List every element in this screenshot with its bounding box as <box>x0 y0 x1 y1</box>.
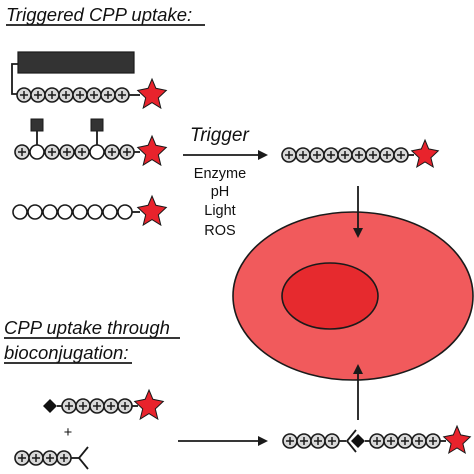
trigger-type-light: Light <box>204 203 235 219</box>
peptide-with-protecting-groups <box>14 118 168 167</box>
cationic-bead <box>379 147 395 163</box>
neutral-bead-chain <box>12 204 133 220</box>
protecting-group <box>30 118 44 132</box>
cationic-bead <box>100 87 116 103</box>
conjugation-receptor <box>345 429 357 453</box>
peptide-neutral-precursor <box>12 194 168 227</box>
neutral-bead <box>102 204 118 220</box>
neutral-bead <box>27 204 43 220</box>
conjugation-tag-diamond <box>43 399 57 413</box>
cationic-bead <box>28 450 44 466</box>
cationic-bead <box>351 147 367 163</box>
cationic-bead <box>58 87 74 103</box>
protecting-group <box>90 118 104 132</box>
cationic-bead <box>14 144 30 160</box>
cationic-bead <box>119 144 135 160</box>
cargo-star <box>410 138 440 169</box>
trigger-type-enzyme: Enzyme <box>194 166 246 182</box>
cationic-bead <box>59 144 75 160</box>
neutral-bead <box>72 204 88 220</box>
reagent-peptide-with-tag <box>43 388 165 421</box>
cationic-bead <box>72 87 88 103</box>
polyanion-mask-block <box>17 51 135 74</box>
cationic-bead <box>323 147 339 163</box>
cationic-bead <box>114 87 130 103</box>
cationic-bead-chain <box>281 147 409 163</box>
cationic-bead <box>86 87 102 103</box>
cationic-bead <box>14 450 30 466</box>
cationic-bead <box>44 144 60 160</box>
cationic-bead <box>56 450 72 466</box>
neutral-bead <box>87 204 103 220</box>
cargo-star <box>136 134 168 167</box>
cationic-bead <box>425 433 441 449</box>
neutral-bead <box>42 204 58 220</box>
conjugation-tag-diamond <box>351 434 365 448</box>
activated-peptide <box>281 138 440 169</box>
cationic-bead <box>44 87 60 103</box>
cationic-bead <box>324 433 340 449</box>
cargo-star <box>136 194 168 227</box>
neutral-bead <box>29 144 45 160</box>
reagent-peptide-with-receptor <box>14 446 89 470</box>
mask-linker <box>11 63 18 95</box>
cationic-bead <box>295 147 311 163</box>
neutral-bead <box>89 144 105 160</box>
cargo-star <box>133 388 165 421</box>
cationic-bead <box>89 398 105 414</box>
neutral-bead <box>117 204 133 220</box>
conjugate-product <box>282 424 472 455</box>
cationic-bead <box>16 87 32 103</box>
cationic-bead <box>337 147 353 163</box>
cationic-bead <box>310 433 326 449</box>
cationic-bead <box>74 144 90 160</box>
cationic-bead <box>383 433 399 449</box>
cationic-bead <box>393 147 409 163</box>
cargo-star <box>442 424 472 455</box>
cargo-star <box>136 77 168 110</box>
cationic-bead <box>281 147 297 163</box>
mixed-bead-chain <box>14 144 135 160</box>
trigger-label: Trigger <box>190 125 249 146</box>
cationic-bead <box>75 398 91 414</box>
cationic-bead <box>30 87 46 103</box>
heading-triggered-uptake: Triggered CPP uptake: <box>6 4 192 25</box>
cationic-bead <box>117 398 133 414</box>
cationic-bead <box>309 147 325 163</box>
neutral-bead <box>57 204 73 220</box>
cationic-bead <box>369 433 385 449</box>
cationic-bead <box>296 433 312 449</box>
cationic-bead <box>103 398 119 414</box>
cationic-bead <box>282 433 298 449</box>
peptide-masked-by-polyanion <box>11 51 168 110</box>
cationic-bead <box>42 450 58 466</box>
trigger-type-ros: ROS <box>204 223 235 239</box>
cationic-bead-chain <box>16 87 130 103</box>
neutral-bead <box>12 204 28 220</box>
conjugation-receptor <box>77 446 89 470</box>
cell-nucleus <box>281 262 379 330</box>
plus-sign: + <box>64 425 72 441</box>
cationic-bead <box>397 433 413 449</box>
heading-bioconjugation-line1: CPP uptake through <box>4 317 170 338</box>
cationic-bead <box>365 147 381 163</box>
trigger-type-ph: pH <box>211 184 230 200</box>
cationic-bead <box>104 144 120 160</box>
cationic-bead <box>411 433 427 449</box>
heading-bioconjugation-line2: bioconjugation: <box>4 342 128 363</box>
cationic-bead <box>61 398 77 414</box>
